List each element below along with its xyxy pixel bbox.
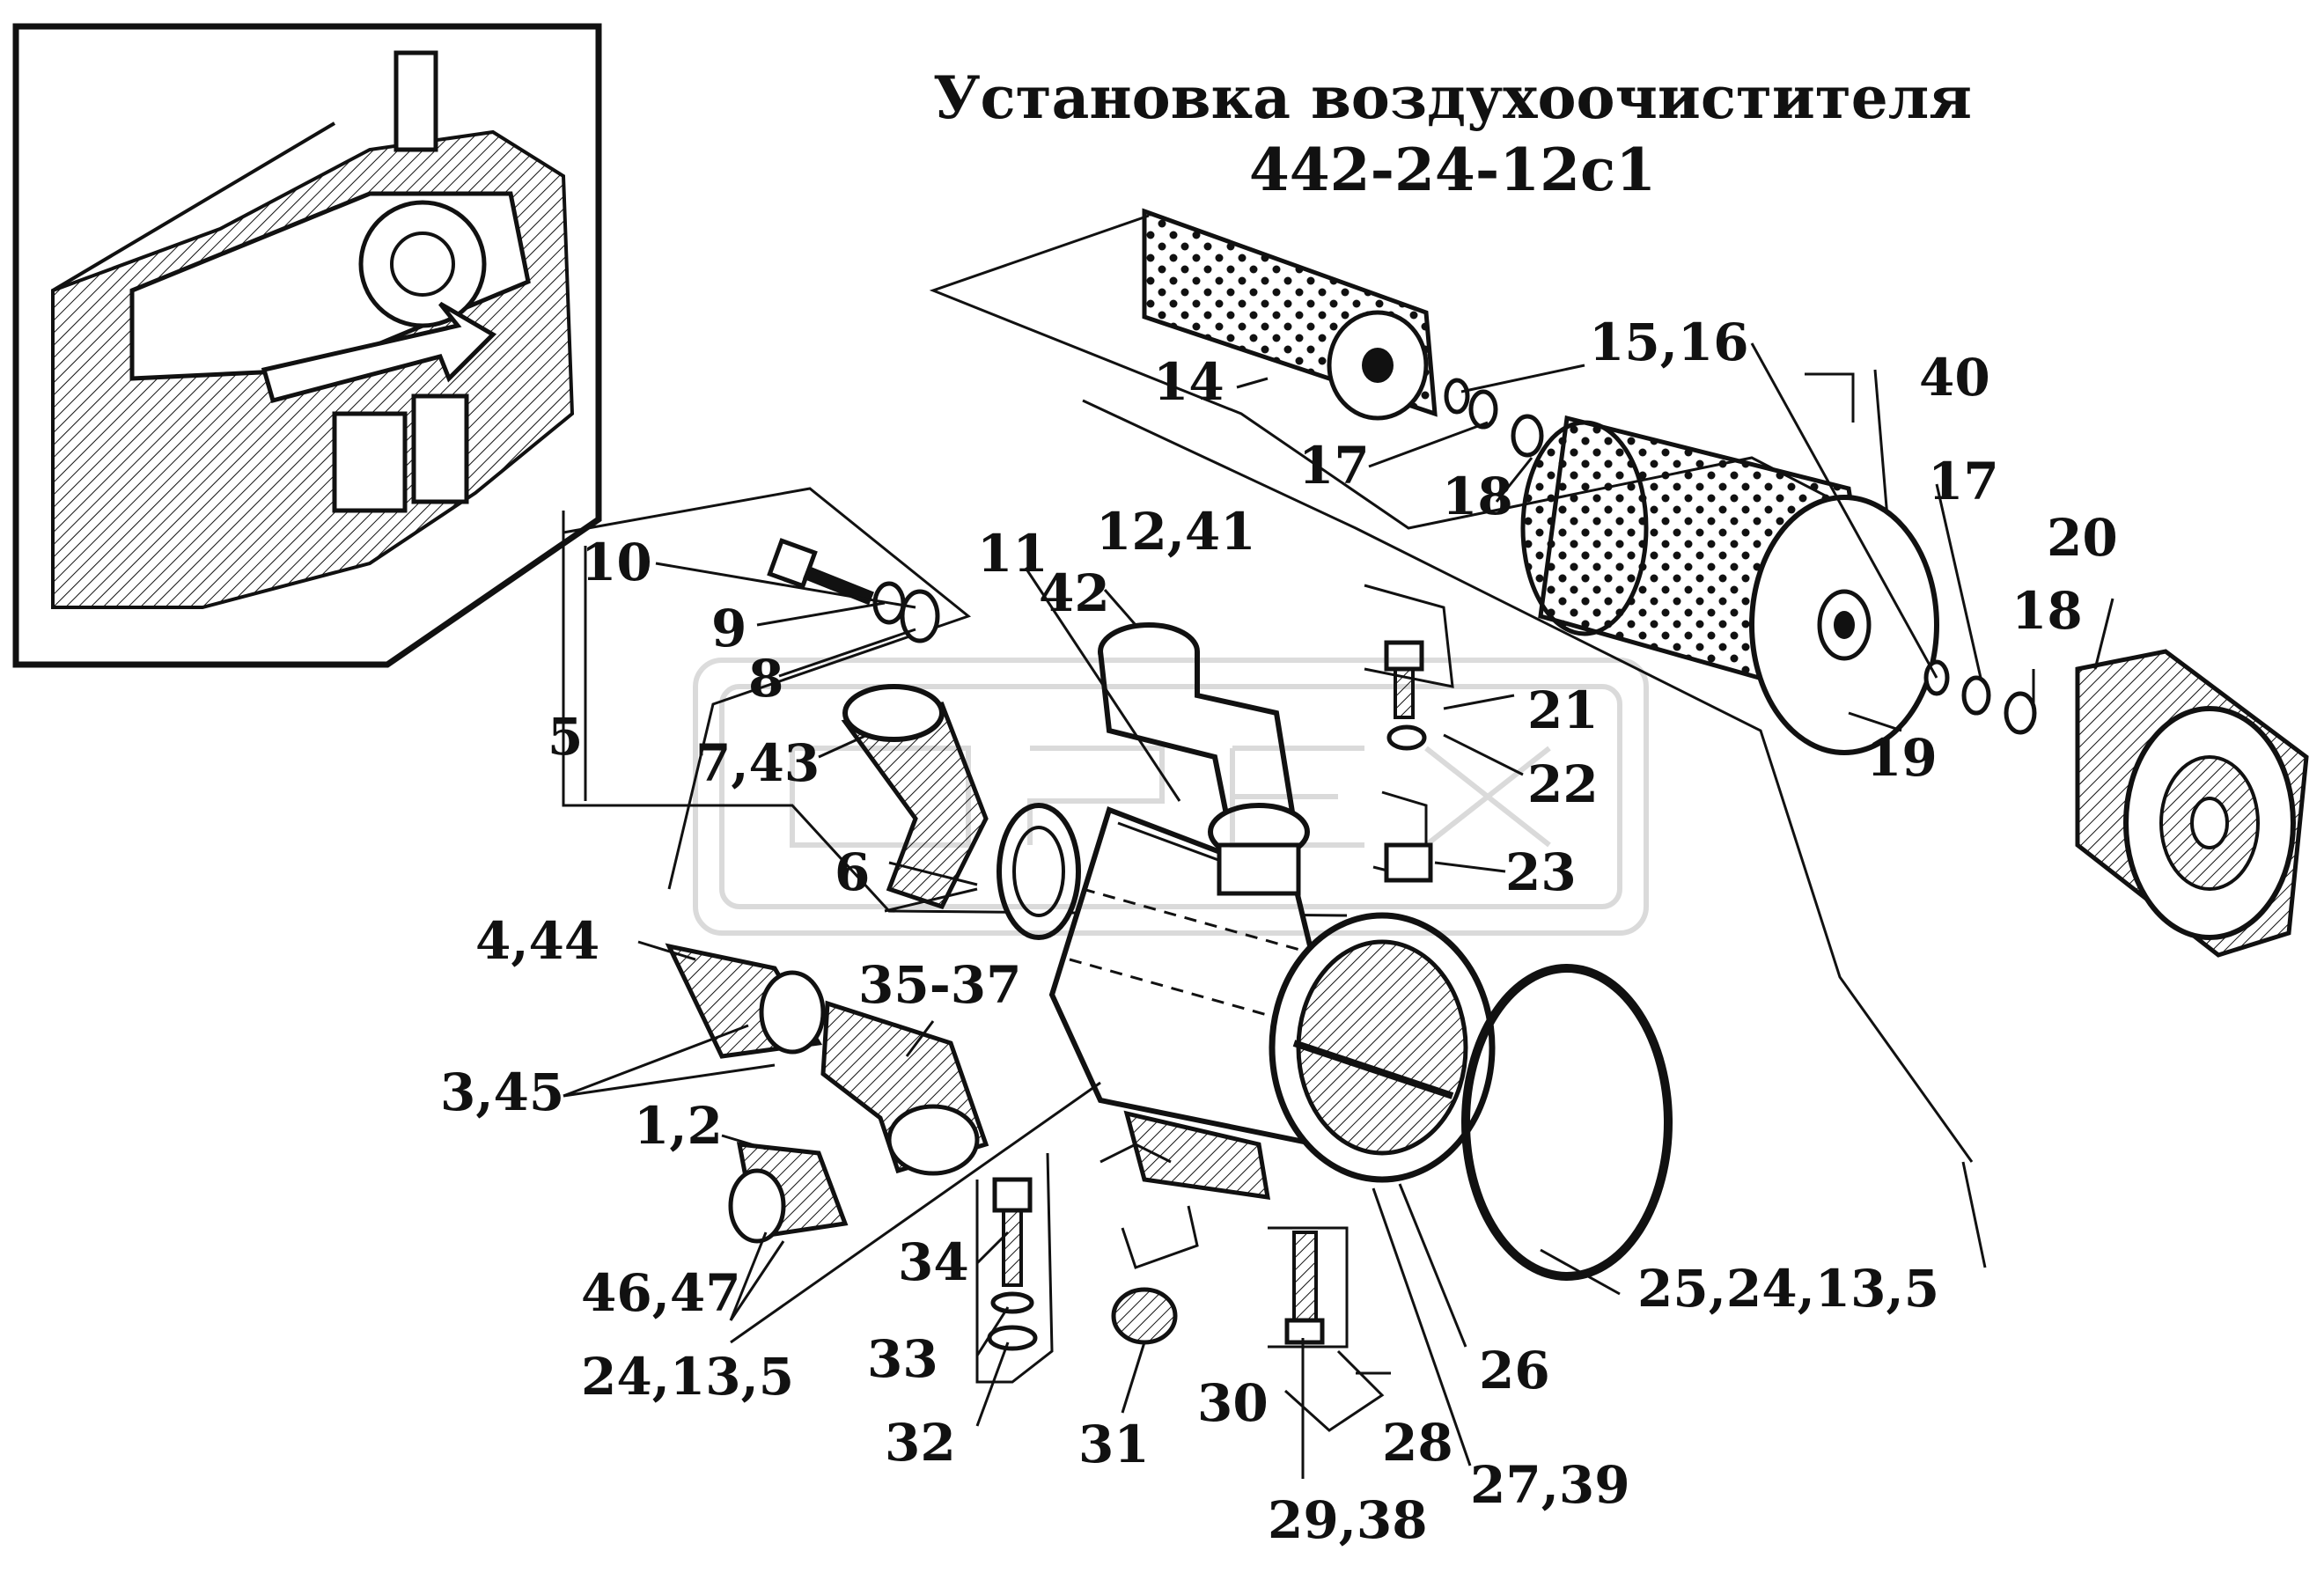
callout-30: 30 [1197,1373,1269,1433]
callout-9: 9 [711,599,747,658]
callout-46-47: 46,47 [581,1263,741,1323]
callout-21: 21 [1527,680,1599,740]
title-line-2: 442-24-12с1 [1248,136,1657,204]
callout-17-left: 17 [1298,436,1370,496]
diagram-title: Установка воздухоочистителя 442-24-12с1 [924,62,1981,206]
direction-arrow-icon [261,301,497,404]
callout-12-41: 12,41 [1096,502,1256,562]
callout-15-16: 15,16 [1589,312,1749,372]
nut-31 [1111,1287,1178,1345]
callout-7-43: 7,43 [695,733,820,793]
callout-28: 28 [1382,1413,1453,1473]
callout-14: 14 [1153,352,1225,412]
callout-5: 5 [548,707,584,767]
end-cap-20 [2075,649,2309,958]
title-line-1: Установка воздухоочистителя [932,63,1973,132]
callout-35-37: 35-37 [858,955,1022,1015]
callout-8: 8 [748,649,784,709]
engine-inset [12,23,602,668]
hose-35-37 [820,1000,989,1176]
washers-15-16-17-18 [1444,378,2037,735]
callout-26: 26 [1479,1341,1550,1400]
callout-19: 19 [1866,728,1938,788]
callout-4-44: 4,44 [475,911,600,971]
inlet-elbow-12-41 [1098,622,1310,896]
callout-33: 33 [867,1329,938,1389]
nut-23 [1384,842,1433,883]
bolt-21 [1384,640,1427,751]
callout-34: 34 [898,1232,969,1292]
callout-1-2: 1,2 [634,1096,723,1156]
bolt-34 [987,1177,1038,1351]
callout-24-13-5: 24,13,5 [581,1347,795,1407]
bolt-29-38 [1284,1231,1325,1345]
callout-40: 40 [1919,348,1990,408]
callout-23: 23 [1505,842,1577,902]
callout-31: 31 [1078,1415,1150,1474]
callout-25-24-13-5: 25,24,13,5 [1637,1259,1940,1319]
leader-lines [563,342,2114,1479]
callout-22: 22 [1527,754,1599,814]
callout-18-left: 18 [1442,467,1513,526]
filter-element-14 [1142,208,1438,421]
hose-1-2 [728,1142,849,1244]
seal-ring-25 [1461,964,1673,1281]
callout-42: 42 [1039,563,1110,623]
callout-32: 32 [885,1413,956,1473]
callout-17-right: 17 [1928,452,1999,511]
callout-3-45: 3,45 [440,1062,565,1122]
callout-10: 10 [581,533,652,592]
side-elbow-7-43 [841,684,1081,940]
filter-element-19 [1520,415,1939,755]
hose-4-44 [665,943,826,1059]
callout-27-39: 27,39 [1470,1455,1630,1515]
callout-18-right: 18 [2011,581,2083,641]
watermark-logo [693,658,1649,936]
callout-6: 6 [835,842,871,902]
callout-29-38: 29,38 [1268,1490,1428,1550]
callout-20: 20 [2047,508,2118,568]
bolt-10 [767,538,940,643]
callout-11: 11 [977,524,1048,584]
